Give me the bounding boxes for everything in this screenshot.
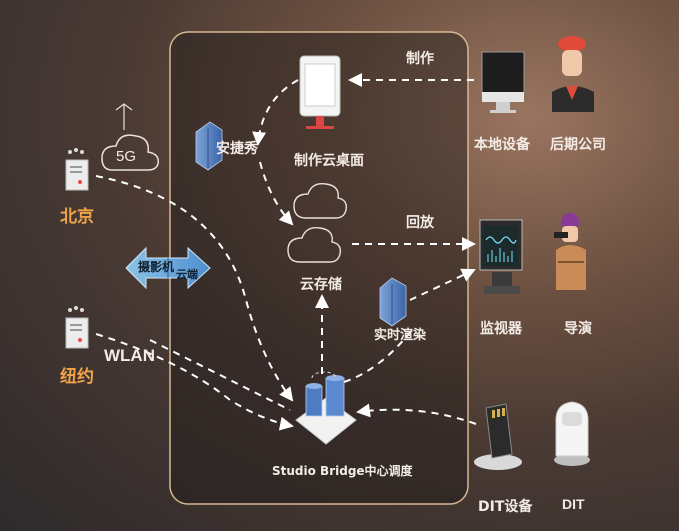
edge-label-make: 制作 bbox=[406, 51, 434, 67]
edge-beijing-to-hub bbox=[95, 175, 294, 402]
cloud-storage-icon bbox=[287, 183, 348, 263]
edge-newyork-to-hub bbox=[95, 333, 294, 431]
post-company-person-icon bbox=[552, 36, 594, 112]
edge-label-playback: 回放 bbox=[406, 215, 434, 231]
edge-desktop-to-anjiexiu bbox=[252, 79, 299, 146]
arrow-label-camera: 摄影机 bbox=[138, 260, 175, 274]
arrow-label-cloud: 云端 bbox=[176, 268, 198, 281]
camera-cloud-arrow bbox=[125, 246, 211, 290]
edge-hub-to-render bbox=[343, 329, 413, 383]
node-label-dit: DIT bbox=[562, 496, 585, 512]
newyork-server-icon bbox=[65, 306, 89, 349]
edge-render-to-monitor bbox=[409, 268, 476, 301]
node-label-studio-bridge: Studio Bridge中心调度 bbox=[272, 464, 413, 478]
monitor-icon bbox=[479, 219, 523, 294]
node-label-post-company: 后期公司 bbox=[550, 137, 606, 153]
connections bbox=[95, 73, 477, 431]
node-label-monitor: 监视器 bbox=[480, 321, 522, 337]
node-label-beijing: 北京 bbox=[60, 207, 94, 227]
beijing-server-icon bbox=[65, 148, 89, 191]
edge-hub-to-newyork-wlan bbox=[149, 339, 291, 411]
realtime-render-building-icon bbox=[379, 277, 407, 327]
dit-device-icon bbox=[474, 403, 522, 470]
node-label-dit-device: DIT设备 bbox=[478, 499, 533, 515]
node-label-anjiexiu: 安捷秀 bbox=[216, 141, 258, 157]
node-label-realtime-render: 实时渲染 bbox=[374, 328, 427, 343]
node-label-wlan: WLAN bbox=[104, 346, 155, 365]
node-label-cloud-storage: 云存储 bbox=[300, 277, 342, 293]
studio-bridge-hub-icon bbox=[295, 371, 357, 445]
node-label-newyork: 纽约 bbox=[60, 367, 94, 387]
cloud-desktop-icon bbox=[299, 55, 341, 129]
dit-person-icon bbox=[554, 401, 590, 466]
director-person-icon bbox=[554, 213, 586, 290]
node-label-director: 导演 bbox=[564, 321, 592, 337]
node-label-cloud-desktop: 制作云桌面 bbox=[294, 153, 364, 169]
node-label-5g: 5G bbox=[116, 148, 137, 165]
5g-cloud-icon bbox=[101, 103, 160, 171]
local-device-icon bbox=[481, 51, 525, 113]
edge-dit-to-hub bbox=[356, 403, 477, 425]
anjiexiu-building-icon bbox=[195, 121, 223, 171]
node-label-local-device: 本地设备 bbox=[474, 137, 530, 153]
